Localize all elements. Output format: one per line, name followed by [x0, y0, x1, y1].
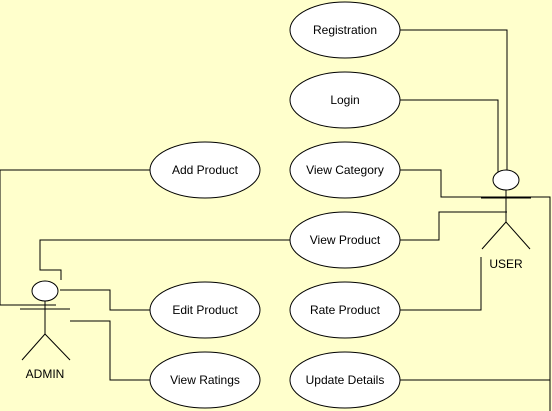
usecase-rate-product-label: Rate Product [310, 303, 381, 317]
usecase-login-label: Login [330, 93, 359, 107]
connectors [0, 29, 551, 411]
usecase-add-product[interactable]: Add Product [149, 141, 261, 199]
connector-view-ratings [70, 320, 150, 381]
usecase-rate-product[interactable]: Rate Product [289, 281, 401, 339]
usecase-registration-label: Registration [313, 23, 377, 37]
usecase-registration[interactable]: Registration [289, 1, 401, 59]
admin-left-leg [21, 333, 46, 361]
connector-view-product-admin [39, 239, 290, 280]
usecase-view-ratings-label: View Ratings [170, 373, 240, 387]
connector-rate-product [400, 257, 482, 311]
connector-add-product [0, 169, 150, 306]
user-head [492, 169, 520, 191]
admin-head [31, 280, 59, 302]
admin-actor[interactable] [20, 280, 71, 361]
admin-label: ADMIN [26, 367, 65, 381]
connector-view-category [400, 169, 551, 411]
admin-right-leg [44, 333, 71, 361]
user-right-leg [505, 221, 531, 250]
connector-login [400, 99, 499, 172]
usecase-view-product[interactable]: View Product [289, 211, 401, 269]
connector-view-product-user [400, 211, 507, 241]
usecase-edit-product[interactable]: Edit Product [149, 281, 261, 339]
usecase-view-category[interactable]: View Category [289, 141, 401, 199]
usecase-view-category-label: View Category [306, 163, 384, 177]
user-actor[interactable] [481, 169, 531, 250]
usecase-update-details[interactable]: Update Details [289, 351, 401, 409]
usecase-update-details-label: Update Details [306, 373, 385, 387]
usecase-add-product-label: Add Product [172, 163, 239, 177]
connector-edit-product [60, 289, 150, 311]
user-label: USER [489, 257, 523, 271]
user-left-leg [481, 221, 507, 250]
usecase-view-product-label: View Product [310, 233, 381, 247]
usecase-edit-product-label: Edit Product [172, 303, 238, 317]
connector-registration [400, 29, 508, 172]
usecase-view-ratings[interactable]: View Ratings [149, 351, 261, 409]
usecase-login[interactable]: Login [289, 71, 401, 129]
